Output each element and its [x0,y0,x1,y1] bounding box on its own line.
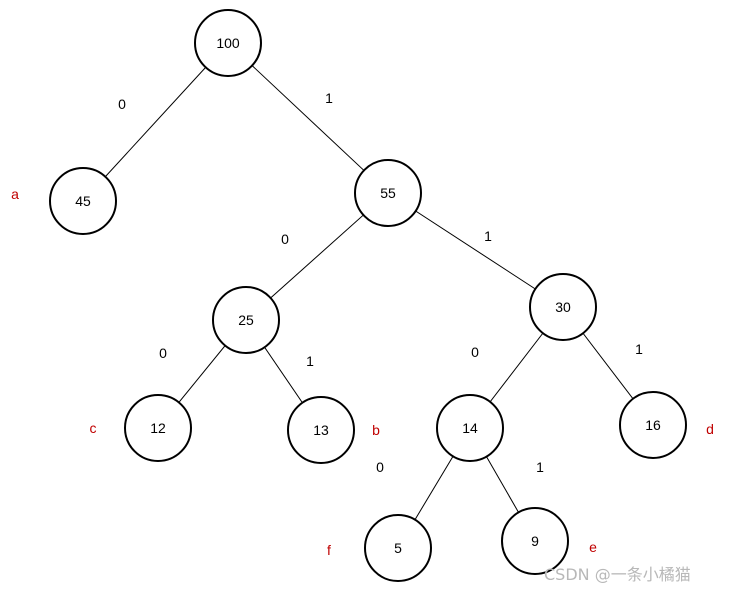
tree-node-5: 5 [364,514,432,582]
leaf-letter: f [327,542,331,558]
tree-node-25: 25 [212,286,280,354]
leaf-letter: b [372,422,380,438]
node-value: 30 [555,299,571,315]
node-value: 13 [313,422,329,438]
tree-node-45: 45 [49,167,117,235]
edge-label: 1 [484,228,492,244]
edge-label: 0 [281,231,289,247]
node-circle [194,9,262,77]
edge-label: 1 [306,353,314,369]
node-value: 100 [216,35,240,51]
node-circle [501,507,569,575]
tree-node-55: 55 [354,159,422,227]
node-circle [49,167,117,235]
node-circle [287,396,355,464]
edge-n100-n45 [82,42,229,202]
node-circle [124,394,192,462]
edge-n55-n30 [387,192,564,308]
node-circle [364,514,432,582]
edge-n100-n55 [227,42,389,194]
node-value: 55 [380,185,396,201]
tree-node-13: 13 [287,396,355,464]
edge-label: 0 [159,345,167,361]
node-value: 45 [75,193,91,209]
tree-node-30: 30 [529,273,597,341]
edge-label: 1 [325,90,333,106]
edge-label: 0 [376,459,384,475]
edge-label: 0 [471,344,479,360]
node-circle [354,159,422,227]
node-value: 16 [645,417,661,433]
node-circle [212,286,280,354]
edge-label: 1 [536,459,544,475]
tree-node-9: 9 [501,507,569,575]
tree-node-12: 12 [124,394,192,462]
leaf-letter: a [11,186,19,202]
tree-node-100: 100 [194,9,262,77]
leaf-letter: e [589,539,597,555]
node-circle [529,273,597,341]
tree-node-16: 16 [619,391,687,459]
tree-node-14: 14 [436,394,504,462]
node-value: 9 [531,533,539,549]
node-value: 25 [238,312,254,328]
watermark: CSDN @一条小橘猫 [544,565,691,584]
node-value: 5 [394,540,402,556]
edge-label: 1 [635,341,643,357]
edge-label: 0 [118,96,126,112]
node-circle [436,394,504,462]
node-value: 12 [150,420,166,436]
leaf-letter: c [90,420,97,436]
node-circle [619,391,687,459]
node-value: 14 [462,420,478,436]
leaf-letter: d [706,421,714,437]
